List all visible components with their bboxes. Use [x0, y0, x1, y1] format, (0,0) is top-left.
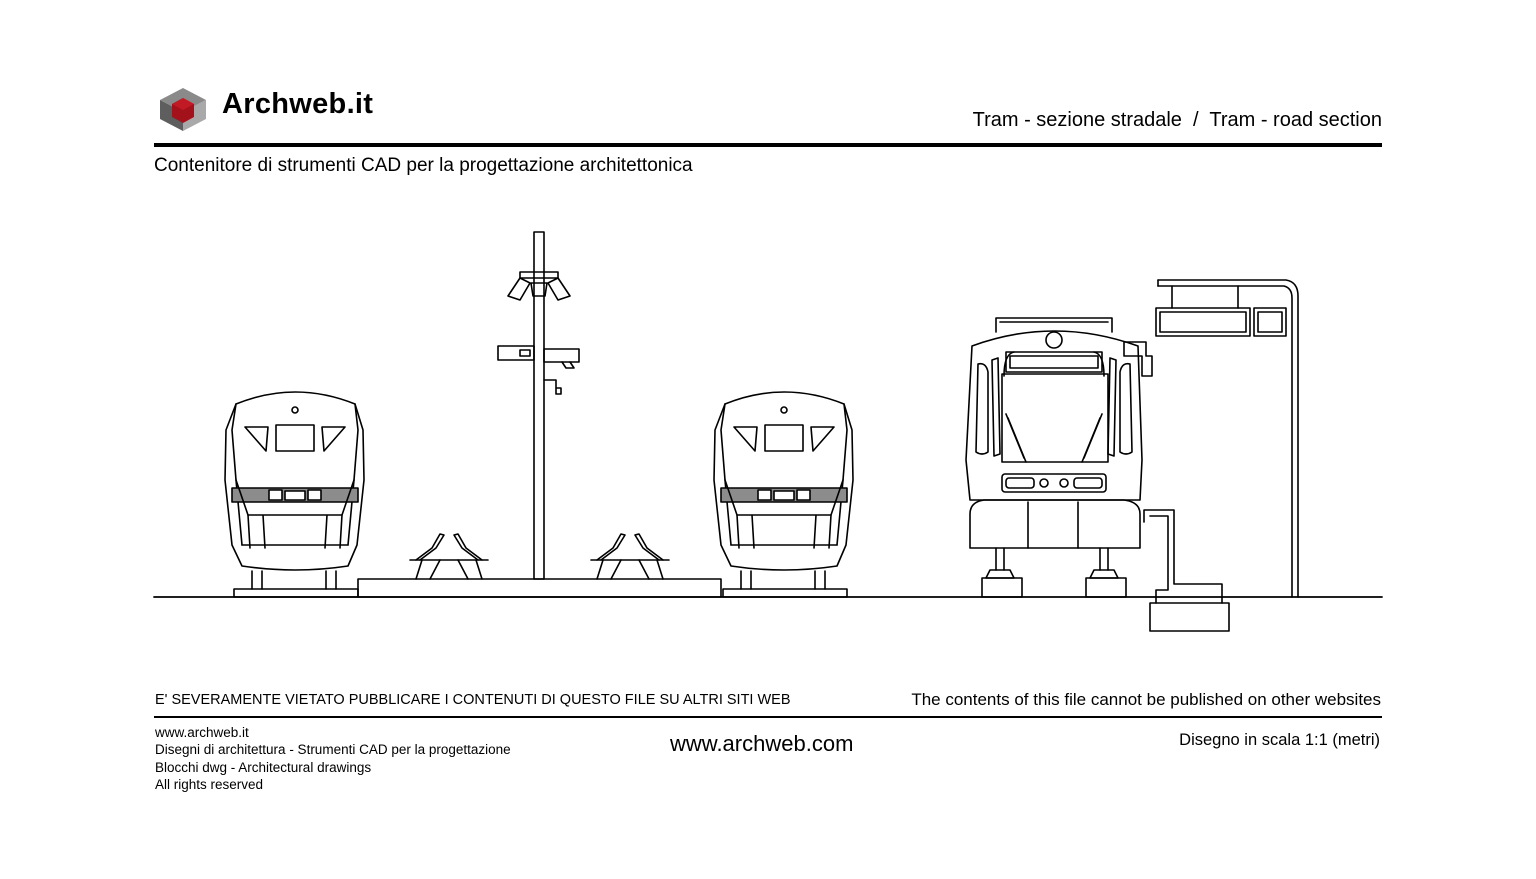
page-subtitle: Contenitore di strumenti CAD per la prog… — [154, 155, 693, 176]
train-front-right — [713, 391, 854, 598]
central-platform — [357, 578, 722, 598]
warning-italian: E' SEVERAMENTE VIETATO PUBBLICARE I CONT… — [155, 692, 791, 708]
train-front-left — [224, 391, 365, 598]
credit-line: All rights reserved — [155, 776, 264, 792]
header-divider — [154, 143, 1382, 147]
warning-english: The contents of this file cannot be publ… — [911, 690, 1381, 709]
lamp-pole — [497, 231, 580, 580]
ticket-machine — [1143, 509, 1230, 632]
brand-name: Archweb.it — [222, 88, 374, 120]
credit-line: Disegni di architettura - Strumenti CAD … — [155, 742, 511, 758]
tram-front — [965, 317, 1153, 598]
scale-note: Disegno in scala 1:1 (metri) — [1179, 731, 1380, 749]
tram-shelter-sign — [1155, 279, 1299, 598]
page-title: Tram - sezione stradale / Tram - road se… — [972, 109, 1382, 131]
bench-right — [590, 533, 670, 580]
footer-divider — [154, 716, 1382, 718]
credits-block: www.archweb.it Disegni di architettura -… — [155, 724, 511, 793]
credit-line: Blocchi dwg - Architectural drawings — [155, 759, 372, 775]
bench-left — [409, 533, 489, 580]
website-url: www.archweb.com — [670, 731, 854, 756]
cube-logo-icon — [160, 88, 206, 131]
credit-line: www.archweb.it — [155, 725, 249, 740]
